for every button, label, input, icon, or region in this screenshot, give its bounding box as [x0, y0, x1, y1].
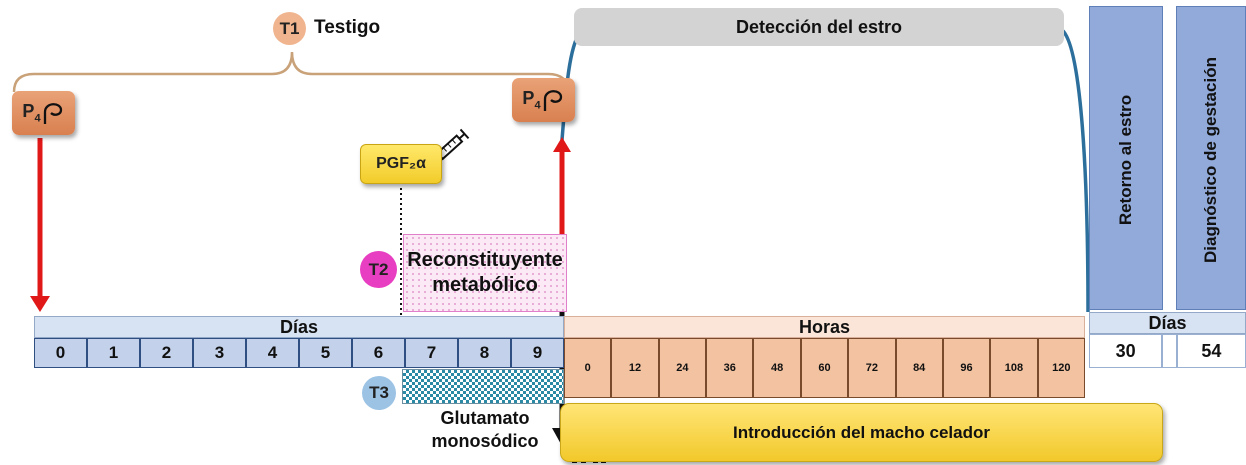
dia-cell: 2: [140, 338, 193, 368]
reconstituyente-box: Reconstituyente metabólico: [403, 234, 567, 312]
dia-cell: 6: [352, 338, 405, 368]
t1-label: T1: [279, 18, 300, 38]
vaginal-device-icon: [43, 103, 62, 124]
retorno-estro-label: Retorno al estro: [1116, 94, 1135, 226]
p4-insert-arrowhead: [30, 296, 50, 312]
dia-cell: 1: [87, 338, 140, 368]
deteccion-estro-header: Detección del estro: [574, 8, 1064, 46]
pgf-box: PGF₂α: [360, 144, 442, 184]
vaginal-device-icon: [543, 90, 562, 111]
p4-remove-arrowhead: [553, 137, 571, 152]
t1-circle: T1: [273, 12, 306, 45]
hora-cell: 36: [706, 338, 754, 398]
dias2-header: Días: [1089, 312, 1246, 334]
macho-celador-box: Introducción del macho celador: [560, 403, 1163, 462]
dias-row: 0 1 2 3 4 5 6 7 8 9: [34, 338, 564, 368]
t2-circle: T2: [360, 251, 397, 288]
dia-cell: 8: [458, 338, 511, 368]
dia2-cell: [1162, 334, 1177, 368]
hora-cell: 12: [611, 338, 659, 398]
dias2-row: 30 54: [1089, 334, 1246, 368]
t3-label: T3: [369, 383, 389, 402]
horas-row: 0 12 24 36 48 60 72 84 96 108 120: [564, 338, 1085, 398]
p4-text: P4: [22, 101, 41, 125]
hora-cell: 120: [1037, 338, 1085, 398]
dias-bar: Días: [34, 316, 564, 338]
dia2-cell: 30: [1089, 334, 1163, 368]
glutamato-label: Glutamato monosódico: [410, 407, 560, 454]
dia-cell: 4: [246, 338, 299, 368]
hora-cell: 0: [564, 338, 612, 398]
dia-cell: 9: [511, 338, 564, 368]
hora-cell: 48: [753, 338, 801, 398]
testigo-label: Testigo: [314, 17, 381, 38]
hora-cell: 24: [658, 338, 707, 398]
p4-text: P4: [522, 88, 541, 112]
t2-label: T2: [368, 259, 389, 279]
dia-cell: 0: [34, 338, 87, 368]
dia-cell: 5: [299, 338, 352, 368]
retorno-estro-bar: [1089, 6, 1163, 310]
hora-cell: 72: [848, 338, 896, 398]
hora-cell: 96: [942, 338, 991, 398]
dia2-cell: 54: [1176, 334, 1246, 368]
glutamato-bar: [402, 369, 564, 404]
hora-cell: 84: [895, 338, 943, 398]
t1-bracket: [12, 51, 570, 93]
p4-device-left: P4: [12, 91, 75, 135]
dia-cell: 3: [193, 338, 246, 368]
t3-circle: T3: [362, 376, 396, 410]
p4-device-right: P4: [512, 78, 575, 122]
horas-bar: Horas: [564, 316, 1085, 338]
hora-cell: 60: [800, 338, 849, 398]
diagnostico-label: Diagnóstico de gestación: [1201, 57, 1220, 263]
glutamato-text: Glutamato monosódico: [431, 408, 539, 452]
hora-cell: 108: [990, 338, 1038, 398]
estro-right-curve: [1060, 28, 1090, 313]
dia-cell: 7: [405, 338, 458, 368]
